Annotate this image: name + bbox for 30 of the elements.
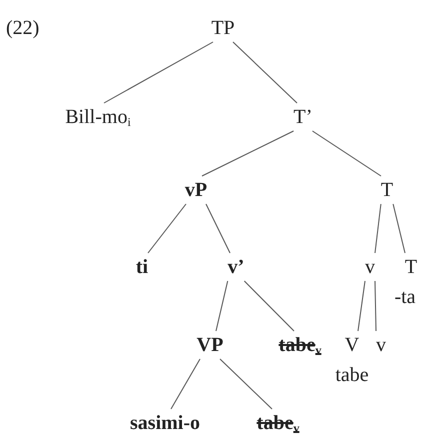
branch-line	[312, 130, 382, 176]
tree-label: T	[380, 180, 394, 200]
tree-label: V	[344, 335, 360, 355]
tree-label: sasimi-o	[130, 413, 200, 433]
tree-label: v	[365, 257, 375, 277]
example-number: (22)	[6, 18, 40, 38]
morpheme-text: tabe	[335, 365, 369, 385]
tree-label: TP	[211, 18, 235, 38]
branch-line	[170, 358, 200, 410]
tree-label: v	[376, 335, 386, 355]
branch-line	[392, 204, 406, 254]
tree-label: v’	[228, 257, 244, 277]
tree-label: Bill-mo$_{i}$	[65, 107, 131, 127]
branch-line	[202, 130, 294, 176]
branch-line	[220, 358, 272, 410]
branch-line	[244, 280, 294, 332]
branch-line	[148, 204, 186, 254]
tree-label: T	[404, 257, 418, 277]
tree-label: vP	[184, 180, 208, 200]
branch-line	[374, 204, 382, 254]
branch-line	[232, 42, 298, 104]
branch-line	[374, 280, 376, 332]
tree-label: ti	[136, 257, 148, 277]
morpheme-text: -ta	[394, 287, 416, 307]
tree-label: VP	[196, 335, 224, 355]
branch-line	[216, 280, 228, 332]
branch-line	[358, 280, 366, 332]
tree-label: T’	[294, 107, 312, 127]
branch-line	[206, 204, 230, 254]
branch-line	[104, 42, 214, 104]
